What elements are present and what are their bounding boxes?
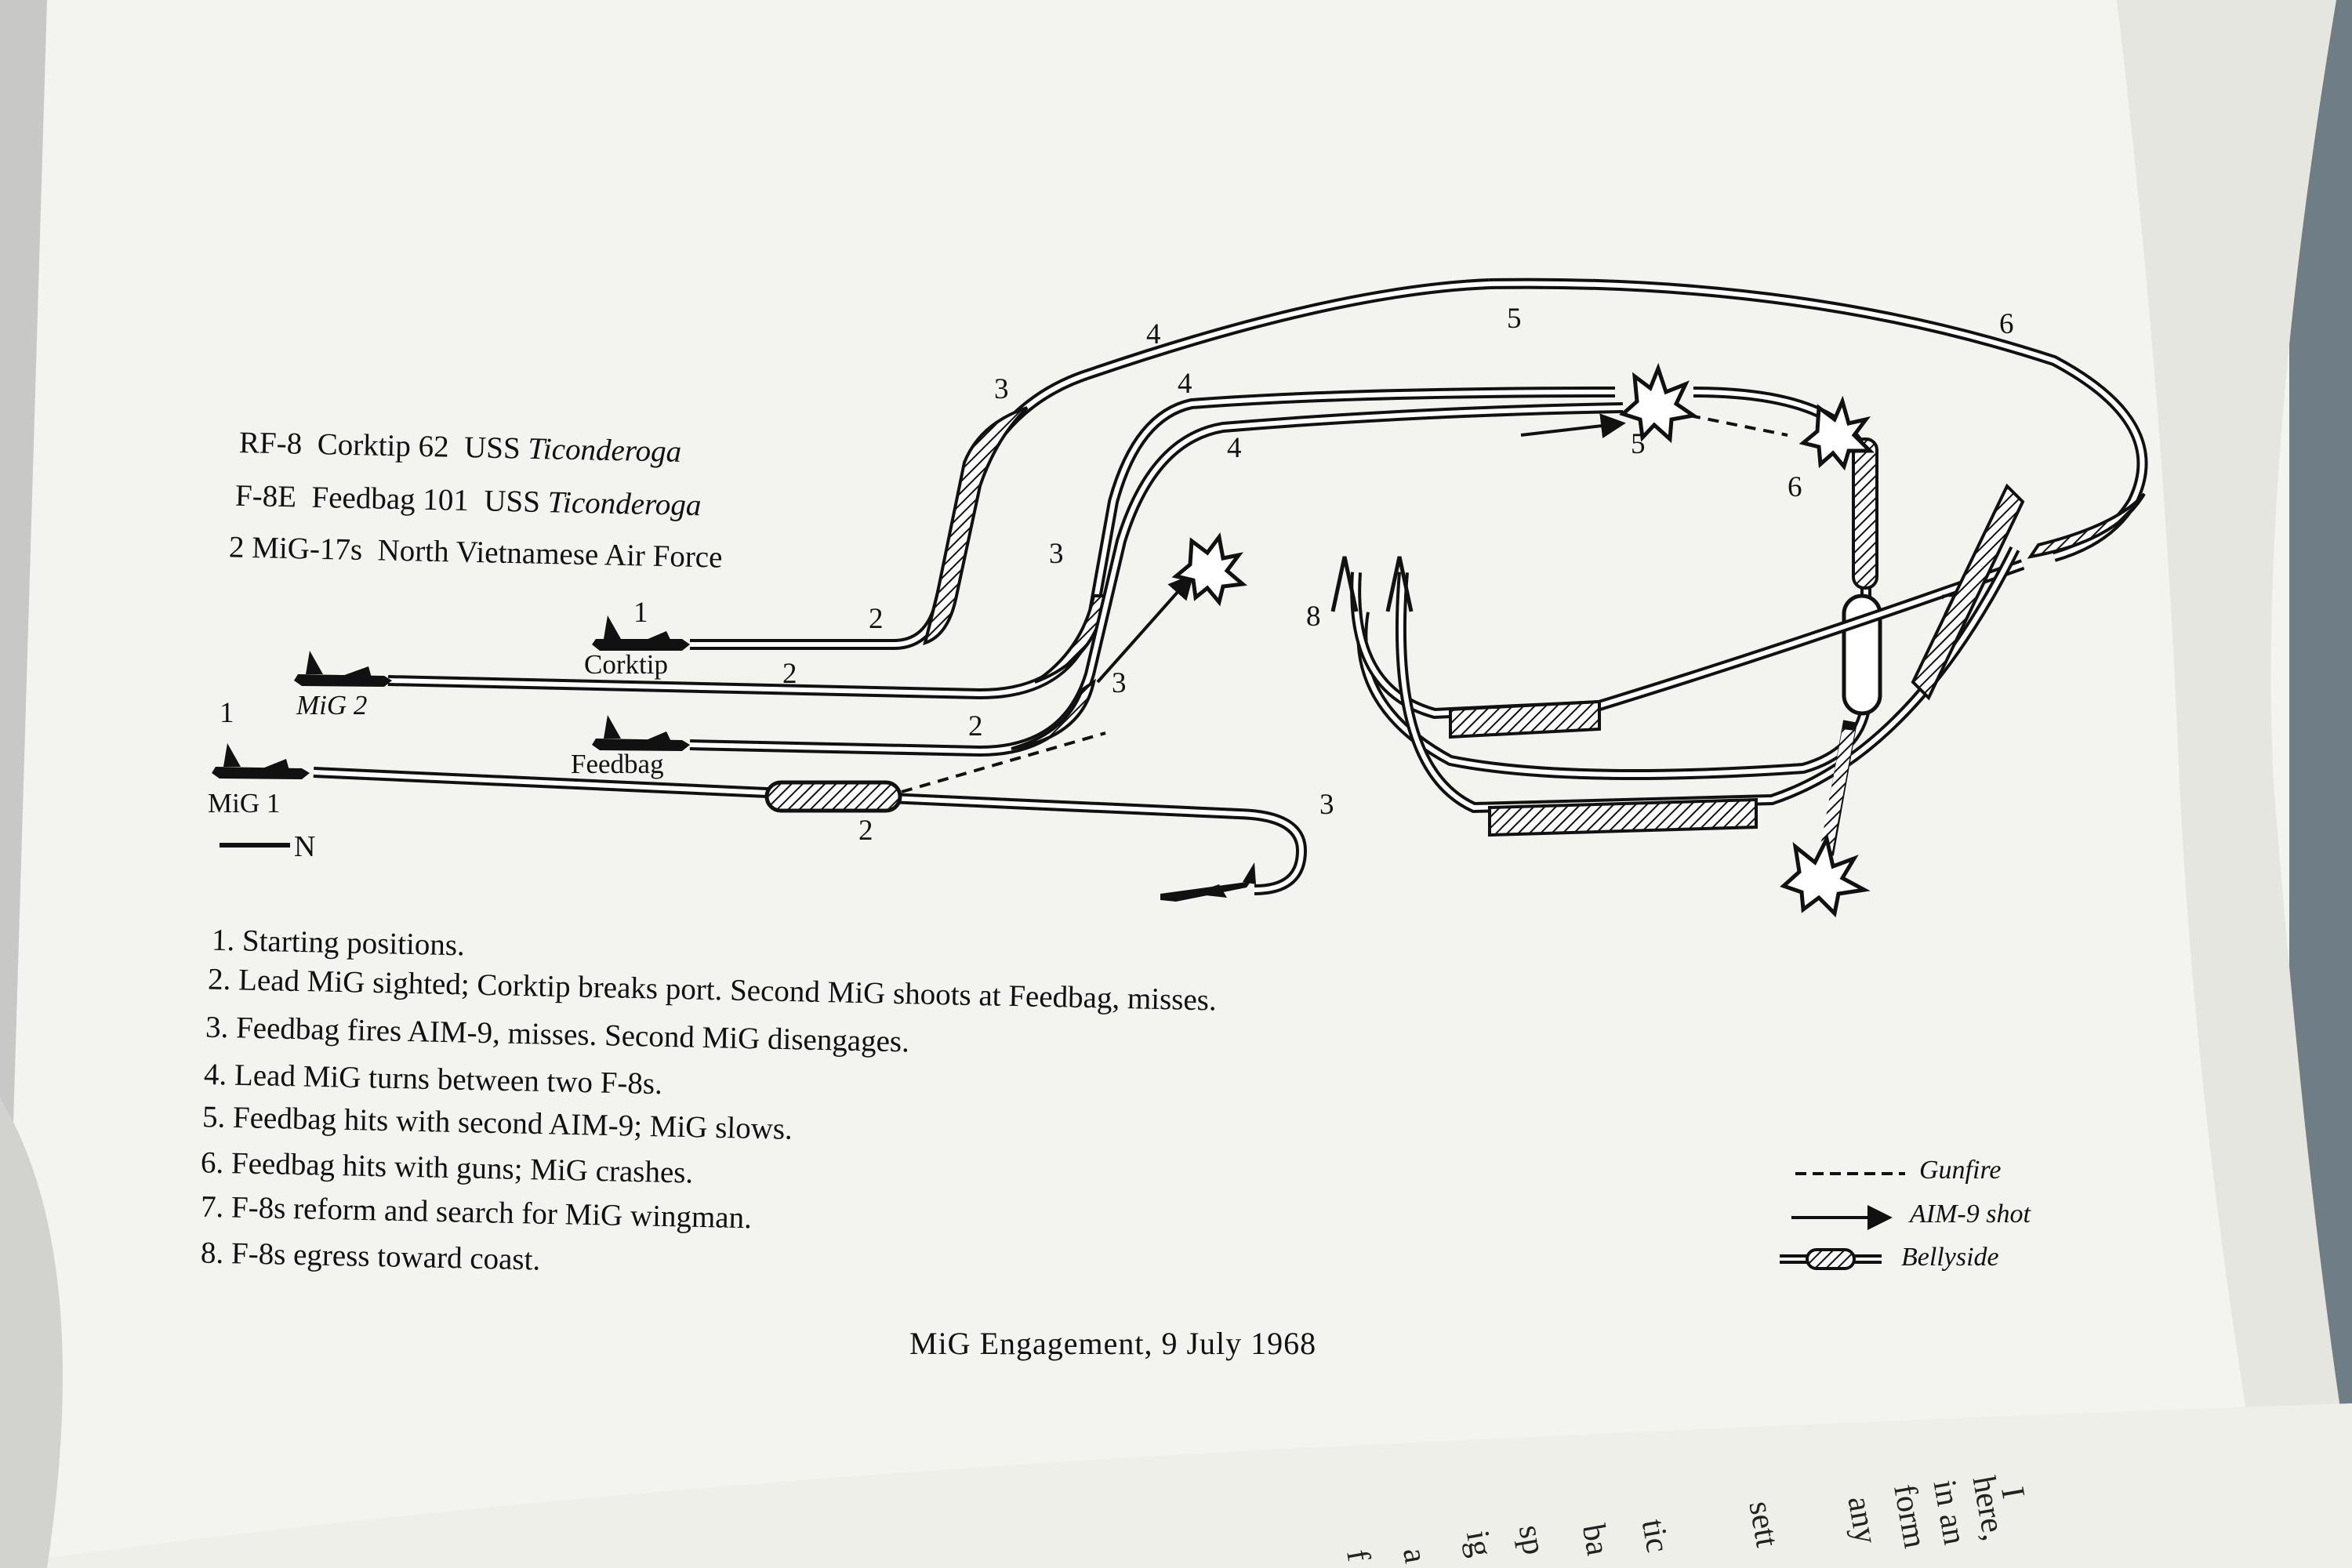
step-marker: 4 <box>1227 432 1242 464</box>
aim9-shot-2 <box>1520 413 1626 439</box>
legend-bellyside-symbol <box>1780 1248 1882 1270</box>
ship-prefix: USS <box>463 430 521 466</box>
corktip-bellyside-2 <box>2027 492 2146 559</box>
step-marker: 8 <box>1306 601 1321 633</box>
mig1-track <box>313 767 1308 895</box>
corktip-aircraft-icon <box>592 615 690 651</box>
egress-bellyside-1 <box>1449 699 1601 739</box>
gunfire-2 <box>1689 414 1788 437</box>
feedbag-bellyside-2 <box>1852 437 1878 590</box>
step-marker: 1 <box>220 697 234 729</box>
corktip-bellyside-1 <box>923 406 1029 646</box>
label-corktip: Corktip <box>584 649 668 680</box>
page-paper <box>0 0 2289 1568</box>
ship-name: Ticonderoga <box>527 431 682 469</box>
callsign: Feedbag 101 <box>311 480 470 518</box>
next-page <box>31 1403 2352 1568</box>
label-mig1: MiG 1 <box>208 788 281 818</box>
feedbag-aircraft-icon <box>592 715 690 751</box>
next-page-fragment: sett <box>1741 1498 1785 1550</box>
egress-bellyside-2 <box>1488 797 1758 837</box>
step-marker: 1 <box>633 597 648 629</box>
callsign: Corktip 62 <box>317 427 450 464</box>
label-north: N <box>294 830 316 863</box>
step-marker: 3 <box>1319 789 1334 821</box>
egress-arrows <box>1330 556 1414 612</box>
next-page-fragment: ba <box>1574 1521 1616 1559</box>
label-mig2: MiG 2 <box>296 690 368 720</box>
mig2-disengage-aircraft-icon <box>1160 862 1256 902</box>
step-marker: 2 <box>869 603 884 635</box>
step-marker: 4 <box>1178 368 1192 400</box>
step-marker: 5 <box>1631 428 1646 460</box>
mig1-bellyside <box>764 780 902 813</box>
mig2-aircraft-icon <box>294 651 392 687</box>
ship-name: Ticonderoga <box>547 485 702 523</box>
note-8: 8. F-8s egress toward coast. <box>200 1236 541 1277</box>
aircraft-type: 2 MiG-17s <box>228 530 363 567</box>
aircraft-type: F-8E <box>234 478 297 514</box>
ship-prefix: USS <box>483 484 541 519</box>
lower-left-shadow <box>0 1098 63 1568</box>
next-page-fragment: tic <box>1634 1516 1676 1555</box>
explosion-icon <box>1798 395 1875 471</box>
mig-crash-track-hatch <box>1819 729 1855 856</box>
step-marker: 3 <box>1112 667 1127 699</box>
legend-bellyside-label: Bellyside <box>1901 1243 1999 1272</box>
egress-bellyside-3 <box>1911 483 2025 701</box>
explosion-icon <box>1780 833 1871 918</box>
feedbag-bellyside-1 <box>1011 678 1096 750</box>
label-feedbag: Feedbag <box>571 749 664 779</box>
explosion-icon <box>1619 362 1699 444</box>
aim9-shot-1 <box>1096 574 1194 684</box>
mig1-aircraft-icon <box>212 743 310 779</box>
step-marker: 3 <box>994 373 1009 405</box>
figure-title: MiG Engagement, 9 July 1968 <box>909 1326 1317 1361</box>
step-marker: 5 <box>1507 303 1522 335</box>
step-marker: 7 <box>1940 589 1955 621</box>
legend-gunfire-label: Gunfire <box>1919 1156 2002 1185</box>
page-edge-right <box>2117 0 2344 1435</box>
callsign: North Vietnamese Air Force <box>377 533 723 575</box>
step-marker: 6 <box>1788 471 1802 503</box>
gunfire-1 <box>901 731 1106 793</box>
legend-aim9-label: AIM-9 shot <box>1910 1200 2031 1229</box>
step-marker: 3 <box>1049 538 1064 570</box>
next-page-fragment: any <box>1840 1494 1885 1547</box>
aircraft-type: RF-8 <box>238 426 303 461</box>
explosion-icon <box>1171 532 1247 607</box>
step-marker: 2 <box>782 658 797 690</box>
step-marker: 6 <box>1999 308 2014 340</box>
step-marker: 4 <box>1146 318 1161 350</box>
step-marker: 2 <box>858 815 873 847</box>
step-marker: 2 <box>968 710 983 742</box>
note-1: 1. Starting positions. <box>211 923 466 963</box>
